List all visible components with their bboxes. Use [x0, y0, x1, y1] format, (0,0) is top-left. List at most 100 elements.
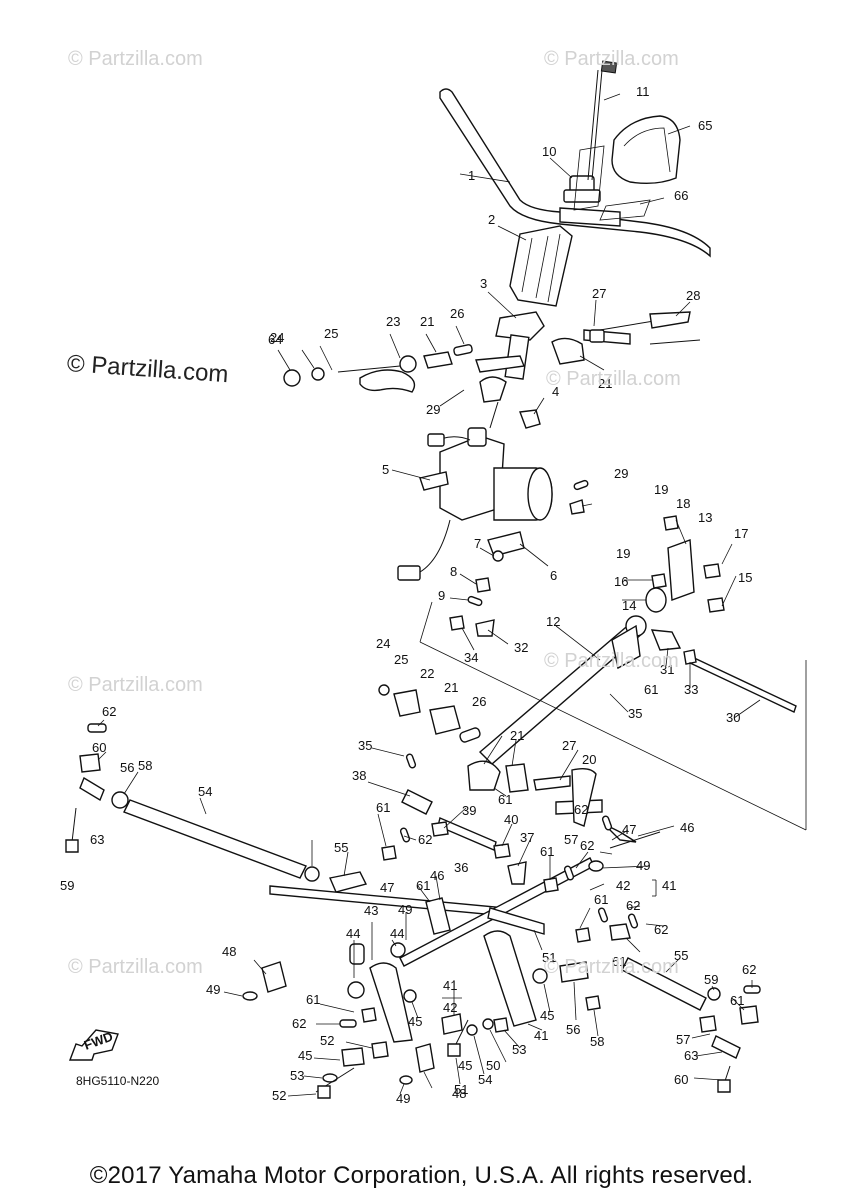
part-number-label: 57 [564, 832, 578, 847]
part-number-label: 14 [622, 598, 636, 613]
part-number-label: 62 [292, 1016, 306, 1031]
part-number-label: 57 [676, 1032, 690, 1047]
part-number-label: 61 [498, 792, 512, 807]
part-number-label: 53 [290, 1068, 304, 1083]
part-number-label: 60 [674, 1072, 688, 1087]
joint-55-left [329, 827, 411, 893]
part-number-label: 55 [334, 840, 348, 855]
main-link-rod [478, 615, 647, 765]
part-number-label: 48 [452, 1086, 466, 1101]
part-number-label: 7 [474, 536, 481, 551]
part-number-label: 35 [628, 706, 642, 721]
part-number-label: 23 [386, 314, 400, 329]
part-number-label: 42 [443, 1000, 457, 1015]
part-number-label: 30 [726, 710, 740, 725]
part-number-label: 46 [430, 868, 444, 883]
part-number-label: 49 [206, 982, 220, 997]
part-number-label: 21 [598, 376, 612, 391]
part-number-label: 20 [582, 752, 596, 767]
part-number-label: 62 [574, 802, 588, 817]
part-number-label: 40 [504, 812, 518, 827]
part-number-label: 61 [540, 844, 554, 859]
part-number-label: 49 [396, 1091, 410, 1106]
part-number-label: 29 [614, 466, 628, 481]
part-number-label: 22 [420, 666, 434, 681]
part-number-label: 46 [680, 820, 694, 835]
handlebar-clamp [563, 60, 618, 211]
part-number-label: 44 [346, 926, 360, 941]
part-number-label: 58 [138, 758, 152, 773]
part-number-label: 44 [390, 926, 404, 941]
part-number-label: 66 [674, 188, 688, 203]
part-number-label: 12 [546, 614, 560, 629]
part-number-label: 61 [416, 878, 430, 893]
part-number-label: 54 [198, 784, 212, 799]
part-number-label: 11 [636, 84, 650, 99]
part-number-label: 55 [674, 948, 688, 963]
part-number-label: 27 [592, 286, 606, 301]
part-number-label: 5 [382, 462, 389, 477]
left-end-joint [65, 723, 129, 853]
part-number-label: 59 [704, 972, 718, 987]
part-number-label: 37 [520, 830, 534, 845]
part-number-label: 8 [450, 564, 457, 579]
fwd-arrow-icon [68, 1029, 119, 1061]
part-number-label: 47 [622, 822, 636, 837]
part-number-label: 45 [458, 1058, 472, 1073]
part-number-label: 39 [462, 803, 476, 818]
part-number-label: 61 [594, 892, 608, 907]
part-number-label: 34 [464, 650, 478, 665]
reference-box [419, 601, 807, 831]
handlebar [439, 88, 711, 258]
part-number-label: 21 [510, 728, 524, 743]
part-number-label: 31 [660, 662, 674, 677]
part-number-label: 42 [616, 878, 630, 893]
rod-30 [687, 655, 797, 713]
watermark: © Partzilla.com [546, 368, 681, 390]
part-number-label: 61 [306, 992, 320, 1007]
part-number-label: 65 [698, 118, 712, 133]
part-number-label: 33 [684, 682, 698, 697]
part-number-label: 60 [92, 740, 106, 755]
watermark: © Partzilla.com [68, 956, 203, 978]
part-number-label: 62 [626, 898, 640, 913]
part-number-label: 53 [512, 1042, 526, 1057]
part-number-label: 47 [380, 880, 394, 895]
part-number-label: 45 [408, 1014, 422, 1029]
part-number-label: 21 [444, 680, 458, 695]
part-number-label: 61 [730, 993, 744, 1008]
watermark: © Partzilla.com [68, 48, 203, 70]
part-number-label: 10 [542, 144, 556, 159]
part-number-label: 45 [298, 1048, 312, 1063]
part-number-label: 3 [480, 276, 487, 291]
right-bracket [645, 515, 725, 613]
part-number-label: 29 [426, 402, 440, 417]
part-number-label: 6 [550, 568, 557, 583]
watermark: © Partzilla.com [68, 674, 203, 696]
part-number-label: 61 [612, 954, 626, 969]
part-number-label: 50 [486, 1058, 500, 1073]
copyright-notice: ©2017 Yamaha Motor Corporation, U.S.A. A… [89, 1162, 754, 1189]
part-number-label: 36 [454, 860, 468, 875]
part-number-label: 58 [590, 1034, 604, 1049]
part-number-label: 62 [654, 922, 668, 937]
part-number-label: 27 [562, 738, 576, 753]
watermark: © Partzilla.com [544, 650, 679, 672]
steering-shaft [475, 311, 545, 429]
part-number-label: 64 [268, 332, 282, 347]
figure-id: 8HG5110-N220 [76, 1074, 160, 1088]
part-number-label: 24 [270, 330, 284, 345]
part-number-label: 32 [514, 640, 528, 655]
watermark: © Partzilla.com [544, 956, 679, 978]
rod-54-left [123, 799, 320, 882]
middle-link-parts [378, 684, 603, 827]
leader-lines [97, 93, 761, 1097]
part-number-label: 52 [272, 1088, 286, 1103]
part-number-label: 41 [662, 878, 676, 893]
part-number-label: 56 [120, 760, 134, 775]
part-number-label: 26 [450, 306, 464, 321]
part-number-label: 62 [102, 704, 116, 719]
part-number-label: 19 [654, 482, 668, 497]
part-number-label: 62 [742, 962, 756, 977]
